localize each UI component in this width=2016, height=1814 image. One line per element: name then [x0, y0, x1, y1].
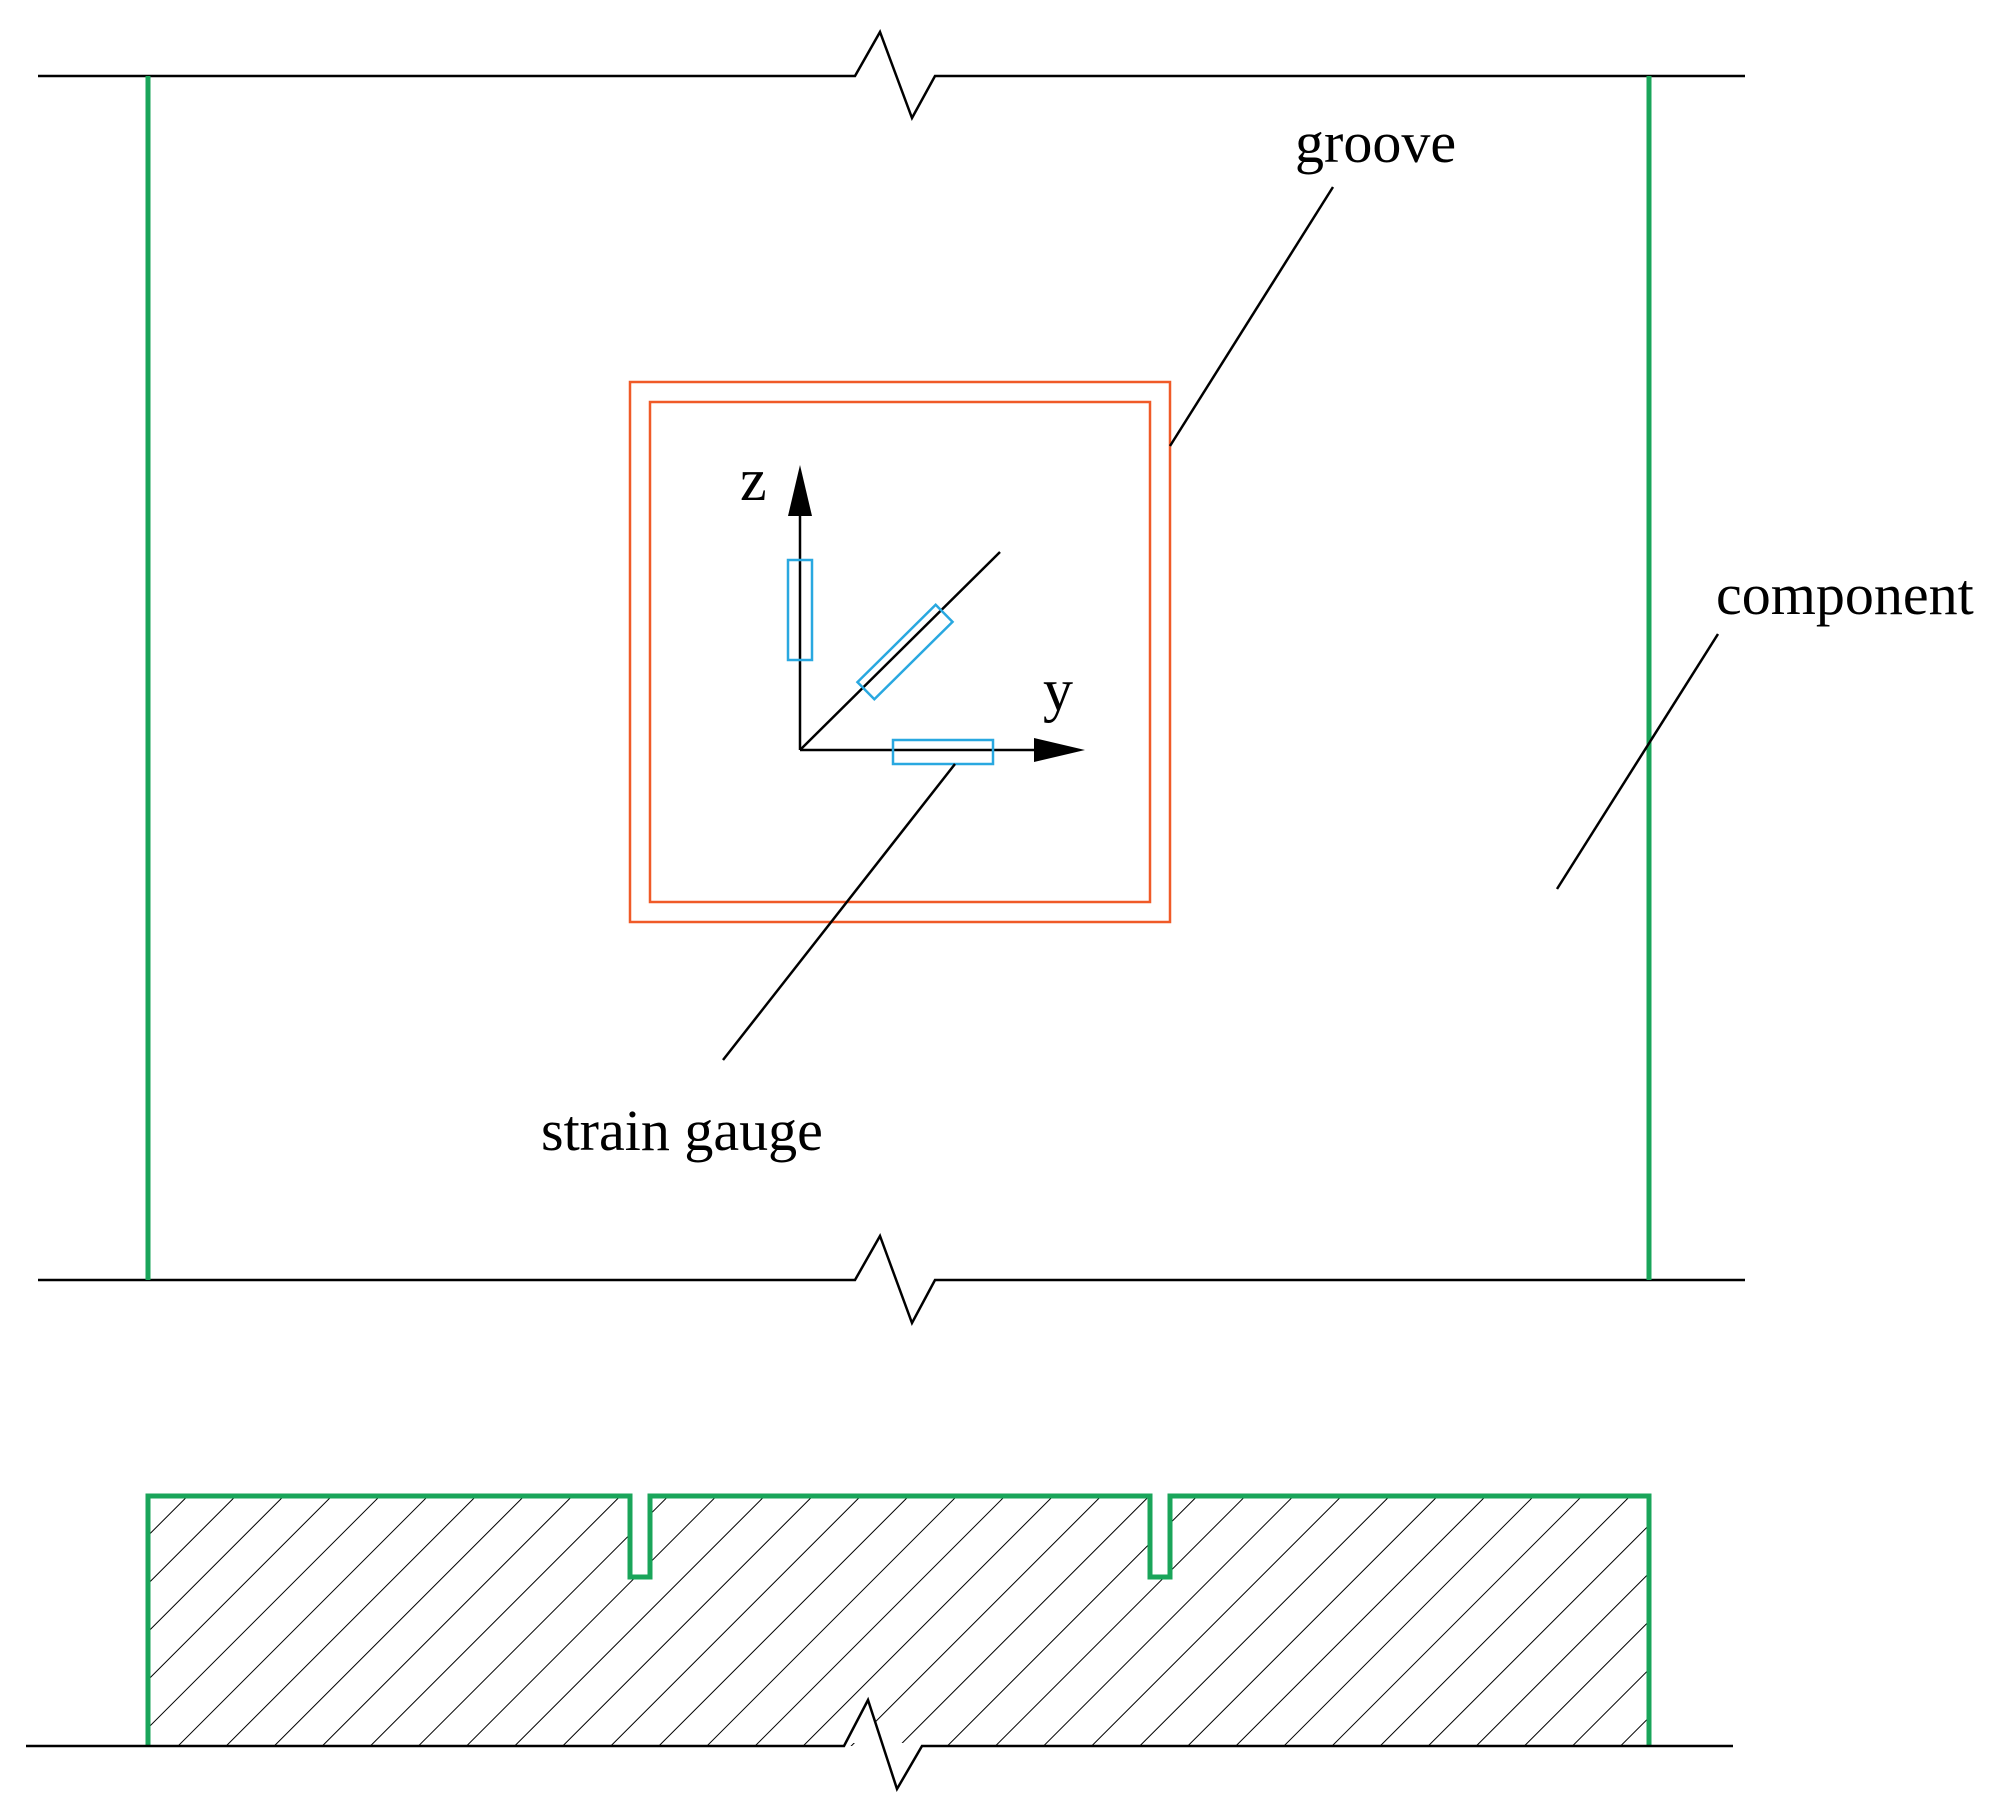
z-axis-label: z [740, 447, 767, 513]
strain-gauge-vertical [786, 558, 814, 662]
plan-view: z y groove component strain gauge [38, 29, 1974, 1327]
groove-label: groove [1295, 110, 1456, 175]
y-axis-label: y [1043, 657, 1073, 723]
bottom-break-line [38, 1233, 1745, 1327]
strain-gauge-leader-line [722, 763, 956, 1061]
diagonal-axis [799, 551, 1001, 751]
section-view [26, 1493, 1733, 1793]
strain-gauge-label: strain gauge [541, 1098, 823, 1163]
z-axis-arrowhead [788, 465, 812, 516]
section-bottom-break-line [26, 1696, 1733, 1793]
component-label: component [1716, 562, 1974, 627]
y-axis-arrowhead [1034, 738, 1085, 762]
strain-gauge-horizontal [891, 738, 995, 766]
component-leader-line [1555, 633, 1720, 890]
groove-leader-line [1168, 186, 1335, 447]
top-break-line [38, 29, 1745, 121]
section-hatched-area [148, 1496, 1649, 1746]
section-outline [145, 1493, 1652, 1746]
groove-outer-outline [628, 380, 1172, 924]
groove-inner-outline [648, 400, 1152, 904]
strain-gauge-diagonal [855, 603, 955, 701]
